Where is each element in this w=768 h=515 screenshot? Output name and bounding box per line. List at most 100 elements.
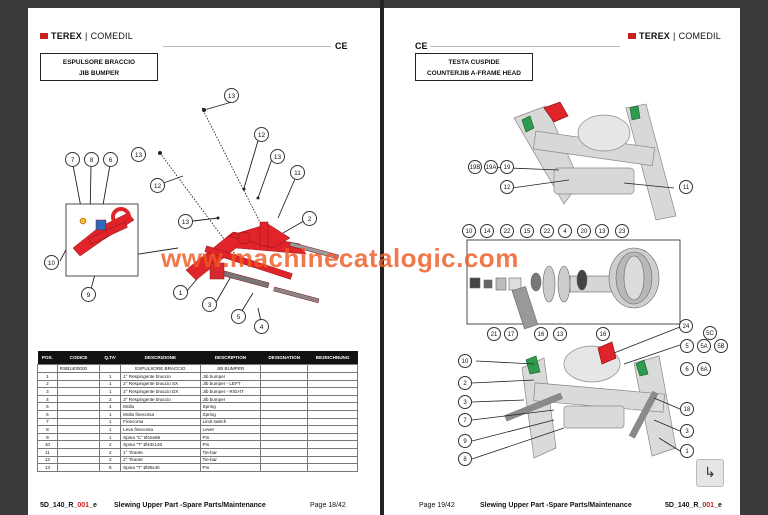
brand-name: TEREX <box>51 31 83 41</box>
cell-description: Jib bumper - RIGHT <box>199 387 262 396</box>
callout-15: 15 <box>520 224 534 238</box>
callout-13: 13 <box>553 327 567 341</box>
callout-5: 5 <box>231 309 246 324</box>
section-title-box: TESTA CUSPIDE COUNTERJIB A-FRAME HEAD <box>415 53 533 81</box>
cell-code <box>56 463 101 472</box>
title-english: JIB BUMPER <box>78 70 120 77</box>
callout-18: 18 <box>680 402 694 416</box>
col-descrizione: DESCRIZIONE <box>120 351 201 365</box>
callout-5B: 5B <box>714 339 728 353</box>
title-italian: ESPULSORE BRACCIO <box>62 59 136 66</box>
cell-descrizione: Leva finecorsa <box>120 425 201 434</box>
callout-7: 7 <box>65 152 80 167</box>
left-page: TEREX|COMEDIL CE ESPULSORE BRACCIO JIB B… <box>28 8 380 515</box>
callout-11: 11 <box>679 180 693 194</box>
cell-bezeichnung <box>307 455 358 465</box>
callout-22: 22 <box>540 224 554 238</box>
col-bezeichnung: BEZEICHNUNG <box>307 351 358 365</box>
callout-13: 13 <box>270 149 285 164</box>
terex-logo: TEREX|COMEDIL <box>628 31 721 41</box>
cell-descrizione: Spina "T" Ø30x40 <box>120 463 201 472</box>
terex-logo: TEREX|COMEDIL <box>40 31 133 41</box>
table-group-row: RSB1400000 ESPULSORE BRACCIO JIB BUMPER <box>37 364 358 373</box>
cell-qty: 1 <box>99 372 122 381</box>
cell-qty: 1 <box>99 425 122 434</box>
cell-qty: 4 <box>99 402 122 411</box>
cell-description: Jib bumper <box>199 394 262 404</box>
callout-7: 7 <box>458 413 472 427</box>
callout-8: 8 <box>84 152 99 167</box>
cell-qty: 2 <box>99 440 122 449</box>
callout-8: 8 <box>458 452 472 466</box>
cell-pos: 12 <box>37 455 58 465</box>
callout-20: 20 <box>577 224 591 238</box>
group-it: ESPULSORE BRACCIO <box>120 364 201 373</box>
col-qta: Q.TA' <box>99 351 121 365</box>
callout-19: 19 <box>500 160 514 174</box>
cell-bezeichnung <box>307 463 358 472</box>
cell-pos: 4 <box>37 394 58 404</box>
bumper-detail-inset <box>72 207 135 257</box>
footer-code: 5D_140_R_001_e <box>665 502 722 509</box>
cell-designation <box>260 372 309 381</box>
cell-designation <box>260 447 309 457</box>
cell-qty: 1 <box>99 379 122 389</box>
cell-designation <box>260 432 309 442</box>
cell-description: Pin <box>199 440 262 449</box>
callout-22: 22 <box>500 224 514 238</box>
cell-qty: 1 <box>99 432 122 442</box>
callout-3: 3 <box>202 297 217 312</box>
cell-descrizione: 1° Respingente braccio <box>120 372 201 381</box>
callout-13: 13 <box>224 88 239 103</box>
cell-designation <box>260 394 309 404</box>
callout-14: 14 <box>480 224 494 238</box>
table-header-row: POS. CODICE Q.TA' DESCRIZIONE DESCRIPTIO… <box>37 351 358 365</box>
terex-logo-mark-icon <box>628 33 636 39</box>
callout-9: 9 <box>458 434 472 448</box>
title-italian: TESTA CUSPIDE <box>448 59 500 66</box>
callout-24: 24 <box>679 319 693 333</box>
cell-description: Tie-bar <box>199 447 262 457</box>
callout-13: 13 <box>178 214 193 229</box>
cell-pos: 11 <box>37 447 58 457</box>
cell-description: Pin <box>199 463 262 472</box>
callout-5C: 5C <box>703 326 717 340</box>
col-codice: CODICE <box>57 351 100 365</box>
watermark-overlay: www.machinecatalogic.com <box>161 243 519 273</box>
viewer-right-edge <box>740 0 768 515</box>
group-en: JIB BUMPER <box>199 364 262 373</box>
callout-6: 6 <box>680 362 694 376</box>
footer-page-number: Page 19/42 <box>419 502 455 509</box>
cell-description: Pin <box>199 432 262 442</box>
callout-1: 1 <box>173 285 188 300</box>
callout-16: 16 <box>534 327 548 341</box>
parts-table: POS. CODICE Q.TA' DESCRIZIONE DESCRIPTIO… <box>37 351 358 472</box>
cell-description: Spring <box>199 402 262 411</box>
cell-bezeichnung <box>307 447 358 457</box>
cell-descrizione: Molla <box>120 402 201 411</box>
cell-descrizione: Spina "C" Ø15x68 <box>120 432 201 442</box>
cell-bezeichnung <box>307 417 358 427</box>
footer-title: Slewing Upper Part -Spare Parts/Maintena… <box>480 502 632 509</box>
cell-pos: 10 <box>37 440 58 449</box>
cell-descrizione: 2° Respingente braccio SX <box>120 379 201 389</box>
ce-mark: CE <box>415 41 428 51</box>
cell-qty: 2 <box>99 394 122 404</box>
callout-2: 2 <box>302 211 317 226</box>
cell-pos: 13 <box>37 463 58 472</box>
cell-code <box>56 387 101 396</box>
cell-bezeichnung <box>307 432 358 442</box>
cell-code <box>56 402 101 411</box>
callout-10: 10 <box>44 255 59 270</box>
col-pos: POS. <box>37 351 58 365</box>
page-turn-icon[interactable]: ↳ <box>696 459 724 487</box>
footer-title: Slewing Upper Part -Spare Parts/Maintena… <box>114 502 266 509</box>
cell-qty: 1 <box>99 409 122 419</box>
